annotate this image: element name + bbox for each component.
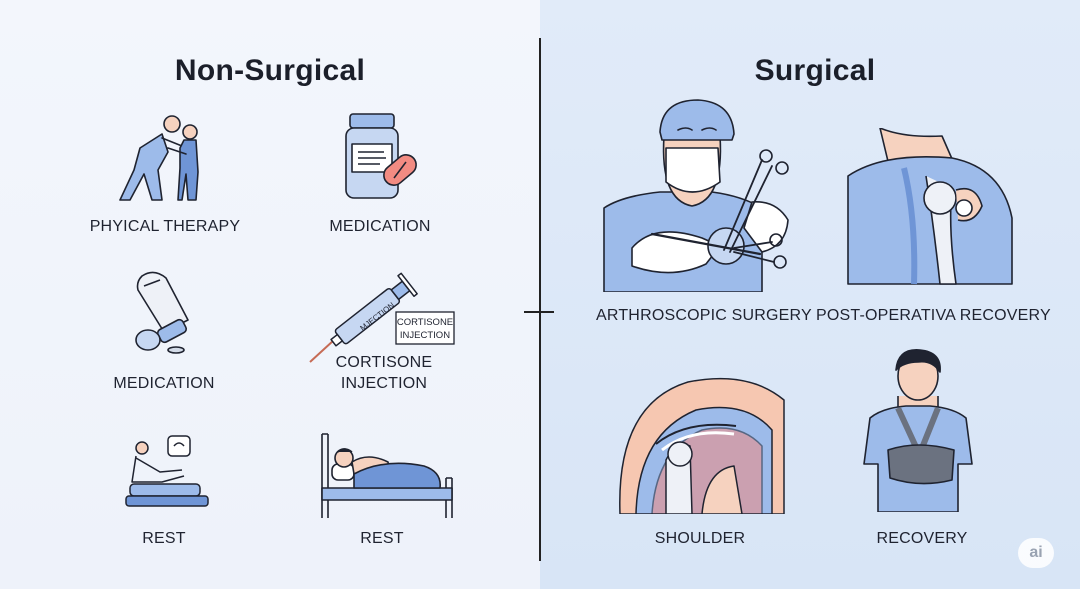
surgical-heading: Surgical: [754, 54, 876, 87]
shoulder-anatomy-illustration: [616, 374, 786, 514]
recovery-sling-illustration: [862, 346, 974, 512]
syringe-icon: MJECTION CORTISONE INJECTION: [309, 272, 455, 363]
cortisone-tag: [395, 311, 455, 345]
medication-label-1: MEDICATION: [329, 218, 431, 235]
cortisone-label-line-2: INJECTION: [340, 375, 428, 392]
post-operative-recovery-label: POST-OPERATIVA RECOVERY: [816, 307, 1051, 324]
center-divider-tick: [524, 311, 554, 313]
non-surgical-heading: Non-Surgical: [174, 54, 366, 87]
arm-sling-icon: [863, 349, 973, 512]
cortisone-label-line-1: CORTISONE: [335, 354, 433, 371]
shoulder-joint-icon: [847, 128, 1013, 285]
medication-tube-illustration: [124, 268, 204, 358]
tag-line-2: INJECTION: [400, 330, 450, 341]
shoulder-anatomy-icon: [619, 377, 785, 514]
tag-line-1: CORTISONE: [397, 317, 453, 328]
shoulder-label: SHOULDER: [654, 530, 746, 547]
medication-bottle-illustration: [336, 110, 428, 204]
pill-bottle-icon: [345, 113, 417, 199]
rest-bed-illustration: [314, 428, 460, 520]
medication-label-2: MEDICATION: [113, 375, 215, 392]
center-divider: [539, 38, 541, 561]
recliner-icon: [125, 435, 209, 507]
physical-therapy-label: PHYICAL THERAPY: [89, 218, 241, 235]
arthroscopic-surgery-illustration: [602, 96, 800, 292]
post-operative-recovery-illustration: [844, 128, 1014, 288]
physical-therapy-illustration: [112, 112, 212, 204]
cortisone-injection-illustration: MJECTION CORTISONE INJECTION: [306, 268, 466, 368]
bed-icon: [321, 433, 453, 518]
rest-recliner-illustration: [122, 430, 212, 510]
therapist-patient-icon: [119, 115, 199, 201]
ointment-tube-icon: [135, 271, 189, 354]
recovery-label: RECOVERY: [876, 530, 968, 547]
rest-label-1: REST: [142, 530, 186, 547]
surgeon-icon: [603, 99, 789, 292]
arthroscopic-surgery-label: ARTHROSCOPIC SURGERY: [596, 307, 812, 324]
rest-label-2: REST: [360, 530, 404, 547]
ai-badge: ai: [1018, 538, 1054, 568]
